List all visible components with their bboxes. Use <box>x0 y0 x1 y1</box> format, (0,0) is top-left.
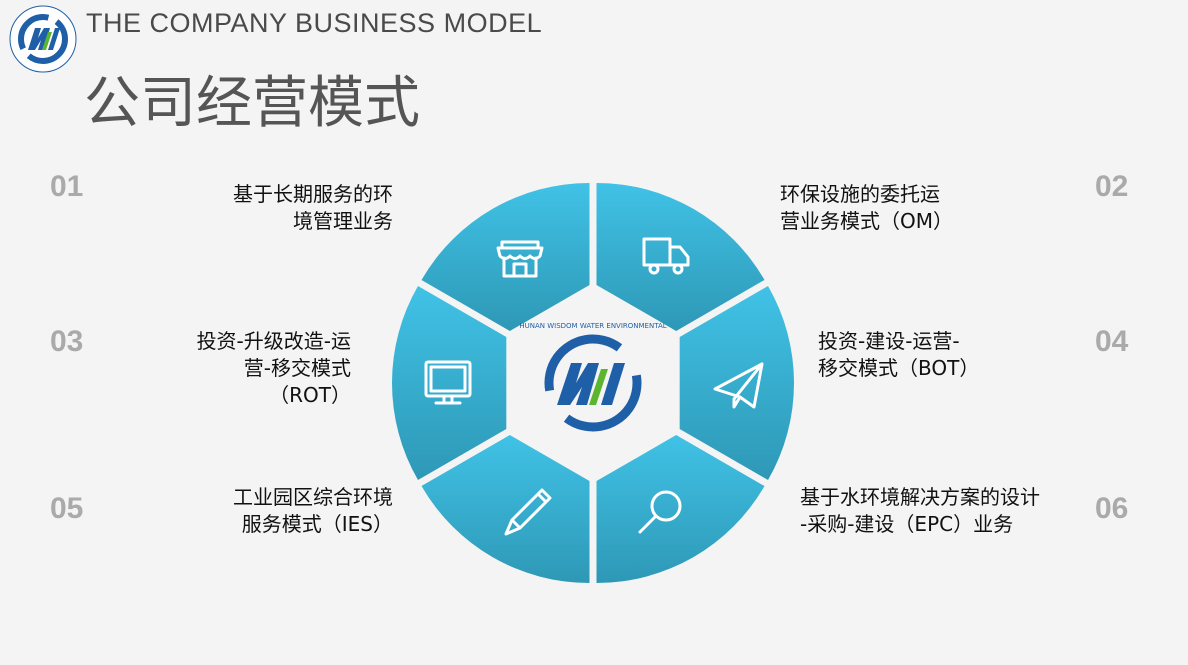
monitor-icon <box>424 360 472 405</box>
center-logo: HUNAN WISDOM WATER ENVIRONMENTAL <box>519 322 667 432</box>
label-line: （ROT） <box>269 383 351 407</box>
item-label-04: 投资-建设-运营- 移交模式（BOT） <box>818 328 979 382</box>
item-number-04: 04 <box>1095 325 1129 358</box>
label-line: 基于水环境解决方案的设计 <box>800 485 1040 509</box>
store-icon <box>496 240 544 278</box>
paper-plane-icon <box>713 362 764 409</box>
item-number-06: 06 <box>1095 492 1129 525</box>
segment-04 <box>679 286 794 480</box>
segment-05 <box>421 435 590 584</box>
english-title: THE COMPANY BUSINESS MODEL <box>86 8 543 38</box>
label-line: 投资-升级改造-运 <box>196 329 351 353</box>
item-number-05: 05 <box>50 492 84 525</box>
truck-icon <box>642 237 690 275</box>
company-logo <box>9 5 77 73</box>
item-number-02: 02 <box>1095 170 1129 203</box>
pencil-icon <box>504 488 552 536</box>
label-line: 工业园区综合环境 <box>233 485 393 509</box>
item-label-06: 基于水环境解决方案的设计 -采购-建设（EPC）业务 <box>800 484 1040 538</box>
logo-ring-text: HUNAN WISDOM WATER ENVIRONMENTAL <box>519 322 666 330</box>
magnifier-icon <box>638 490 682 534</box>
label-line: 移交模式（BOT） <box>818 356 980 380</box>
page-title: 公司经营模式 <box>84 71 420 136</box>
label-line: 营-移交模式 <box>243 356 351 380</box>
label-line: -采购-建设（EPC）业务 <box>800 512 1014 536</box>
item-label-03: 投资-升级改造-运 营-移交模式 （ROT） <box>197 328 351 409</box>
item-label-01: 基于长期服务的环 境管理业务 <box>233 181 393 235</box>
item-number-03: 03 <box>50 325 84 358</box>
item-label-02: 环保设施的委托运 营业务模式（OM） <box>780 181 953 235</box>
label-line: 境管理业务 <box>293 209 393 233</box>
label-line: 服务模式（IES） <box>241 512 393 536</box>
segment-02 <box>596 182 765 331</box>
item-number-01: 01 <box>50 170 84 203</box>
label-line: 基于长期服务的环 <box>233 182 393 206</box>
item-label-05: 工业园区综合环境 服务模式（IES） <box>233 484 393 538</box>
label-line: 环保设施的委托运 <box>780 182 940 206</box>
segment-03 <box>392 286 507 480</box>
label-line: 营业务模式（OM） <box>780 209 953 233</box>
label-line: 投资-建设-运营- <box>818 329 960 353</box>
